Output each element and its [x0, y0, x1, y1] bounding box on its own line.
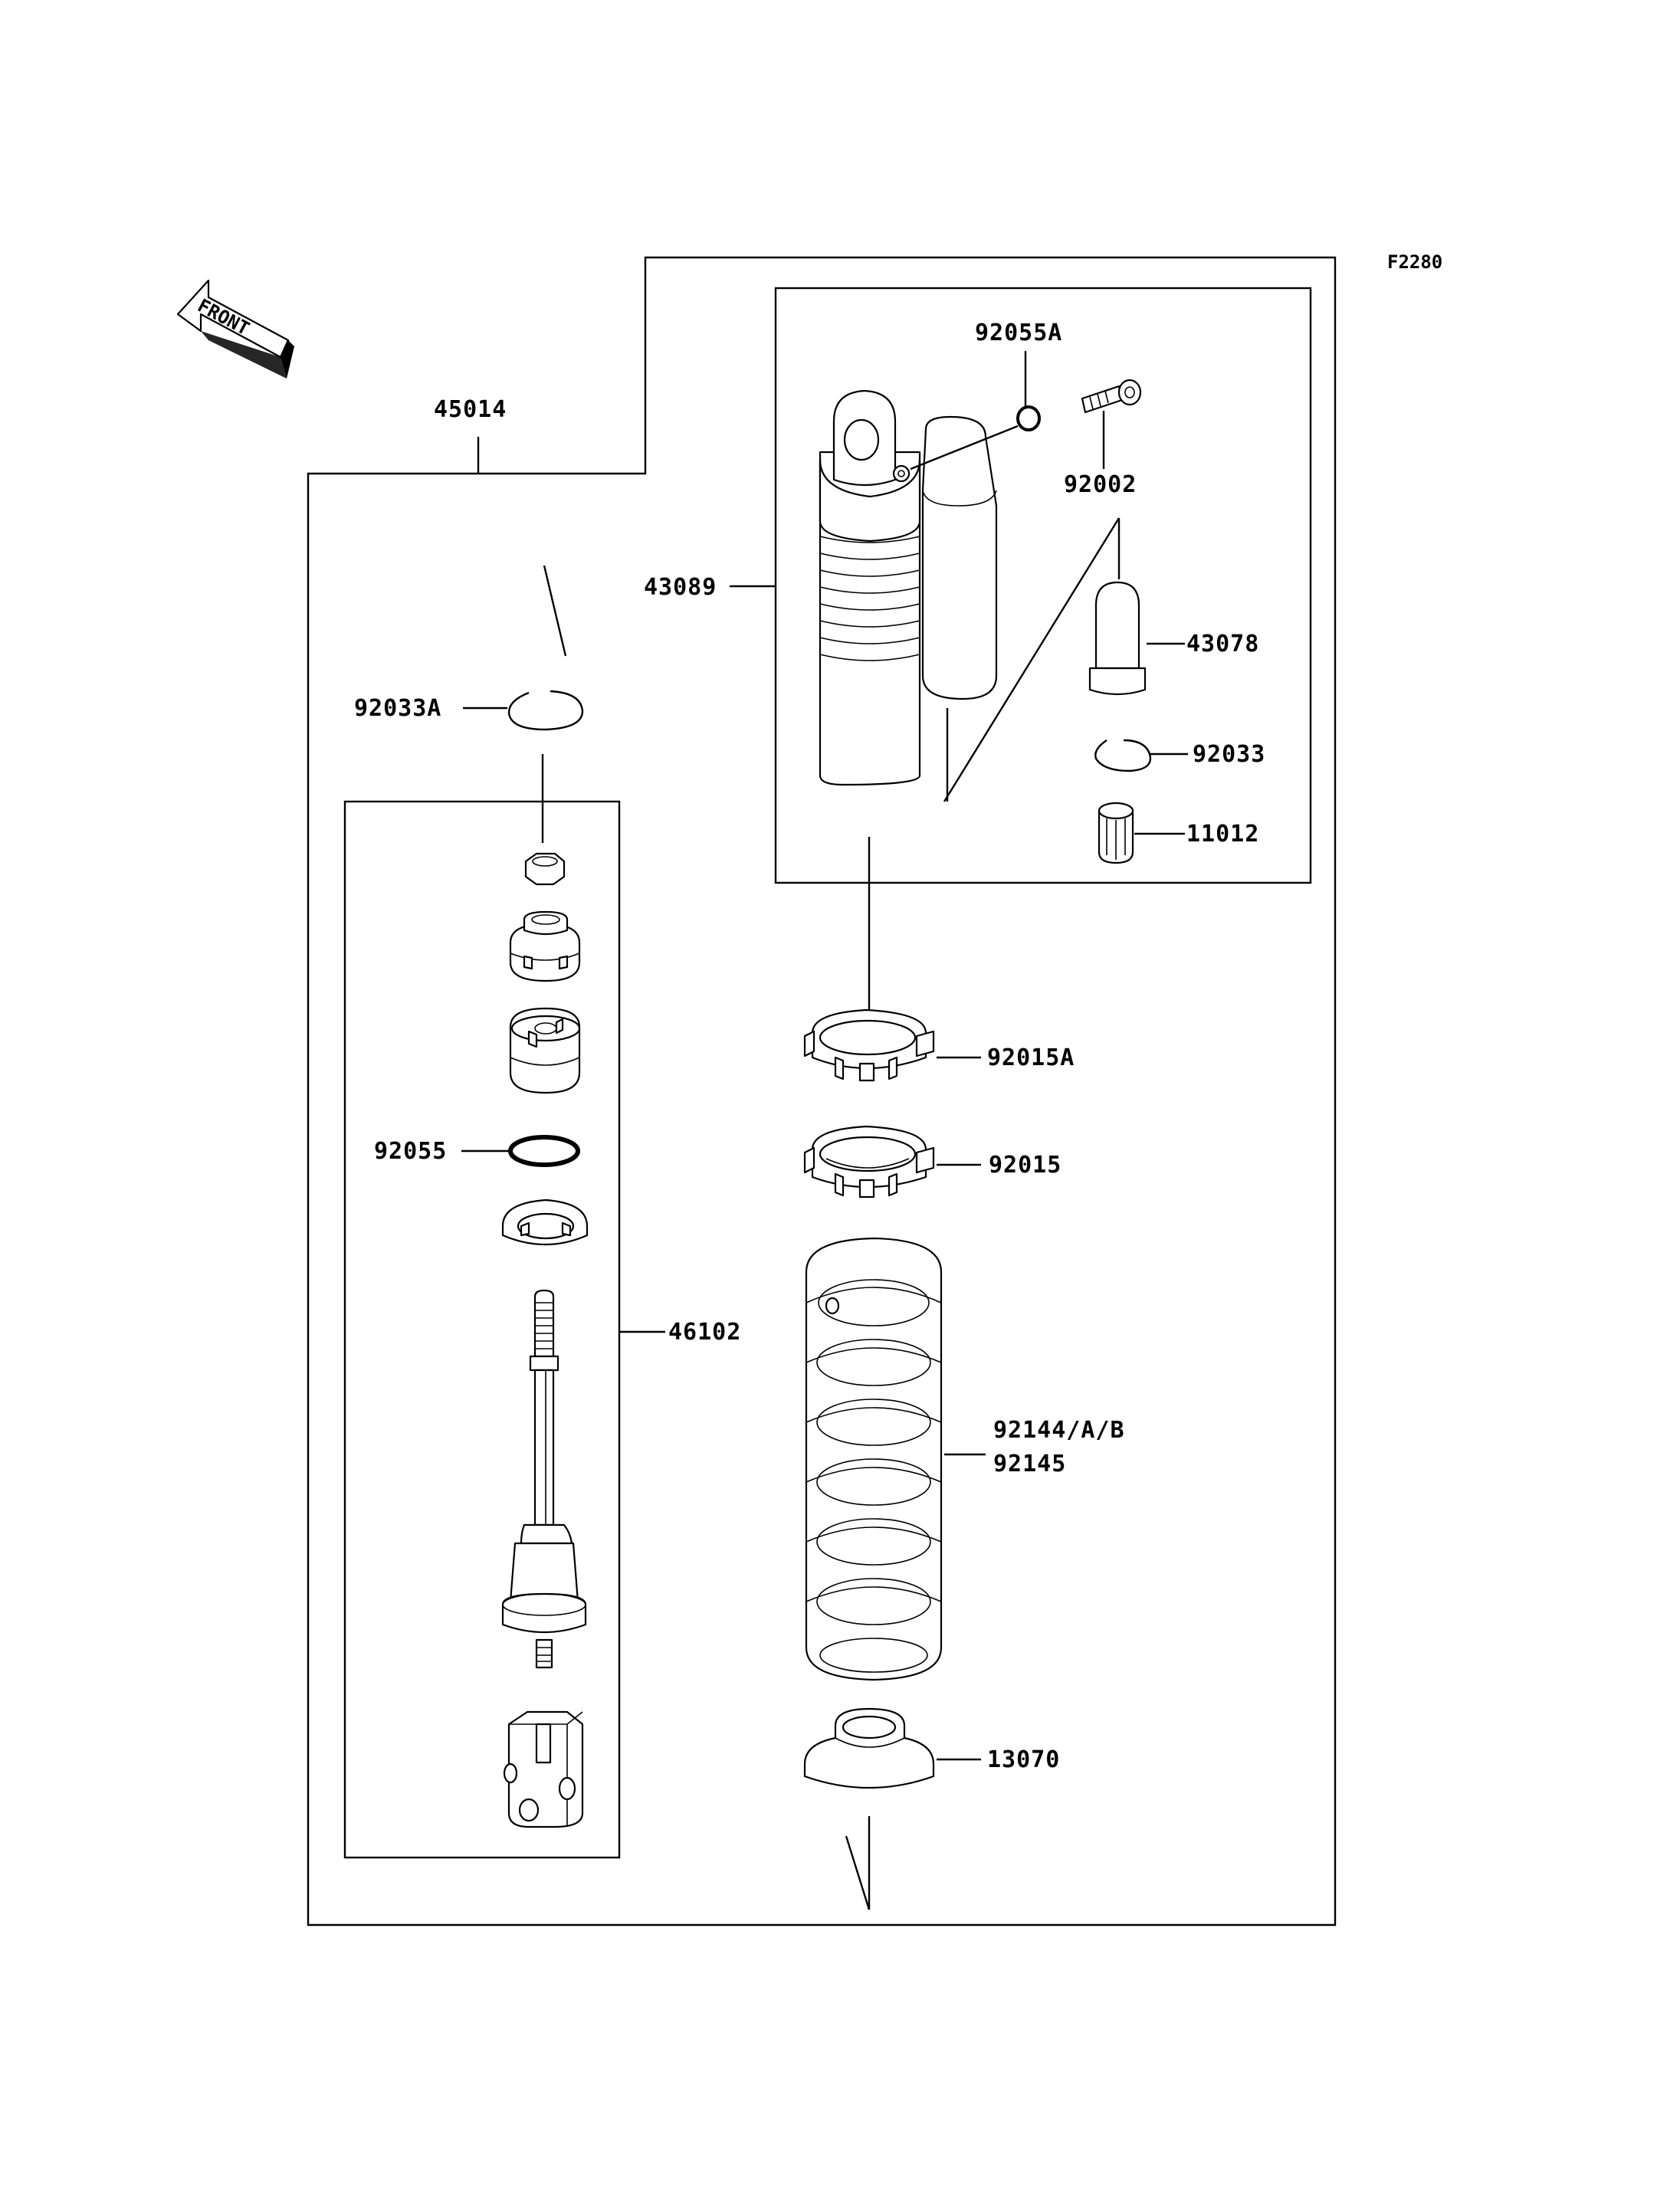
- label-92145: 92145: [993, 1451, 1066, 1477]
- clevis: [503, 1710, 584, 1828]
- cap-43078: 43078: [1088, 518, 1259, 696]
- label-92055a: 92055A: [975, 320, 1062, 346]
- label-46102: 46102: [668, 1319, 741, 1346]
- label-13070: 13070: [987, 1746, 1060, 1773]
- label-43089: 43089: [644, 574, 717, 601]
- label-92015: 92015: [989, 1152, 1061, 1179]
- label-43078: 43078: [1186, 631, 1259, 657]
- coil-spring: 92144/A/B 92145: [805, 1237, 1125, 1681]
- front-direction-arrow-icon: FRONT: [176, 279, 294, 379]
- label-11012: 11012: [1186, 821, 1259, 848]
- o-ring-92055: 92055: [374, 1135, 580, 1167]
- assembly-frame: [307, 256, 1337, 1926]
- label-92033: 92033: [1193, 741, 1265, 768]
- nut: [524, 852, 566, 886]
- piston-rod: [529, 1289, 559, 1526]
- figure-id: F2280: [1387, 251, 1442, 273]
- bushing-upper: [509, 910, 581, 982]
- o-ring-92055a: 92055A: [910, 320, 1062, 471]
- circlip-92033: 92033: [1094, 739, 1265, 772]
- circlip-92033a: 92033A: [354, 690, 584, 843]
- label-92055: 92055: [374, 1138, 447, 1165]
- bushing-lower: [509, 1007, 581, 1094]
- shock-absorber-body: [819, 389, 1121, 802]
- valve-11012: 11012: [1098, 802, 1259, 864]
- locknut-92015a: 92015A: [803, 1008, 1075, 1082]
- label-92033a: 92033A: [354, 695, 441, 722]
- rod-assembly-frame: [343, 800, 621, 1859]
- spring-seat-13070: 13070: [803, 1707, 1060, 1910]
- label-92144: 92144/A/B: [993, 1417, 1125, 1444]
- rod-end-body: [501, 1523, 587, 1669]
- bolt-92002: 92002: [1064, 379, 1142, 498]
- bump-stop-cup: [501, 1199, 589, 1246]
- label-92002: 92002: [1064, 471, 1137, 498]
- label-45014: 45014: [434, 396, 507, 423]
- locknut-92015: 92015: [803, 1125, 1061, 1199]
- label-92015a: 92015A: [987, 1044, 1075, 1071]
